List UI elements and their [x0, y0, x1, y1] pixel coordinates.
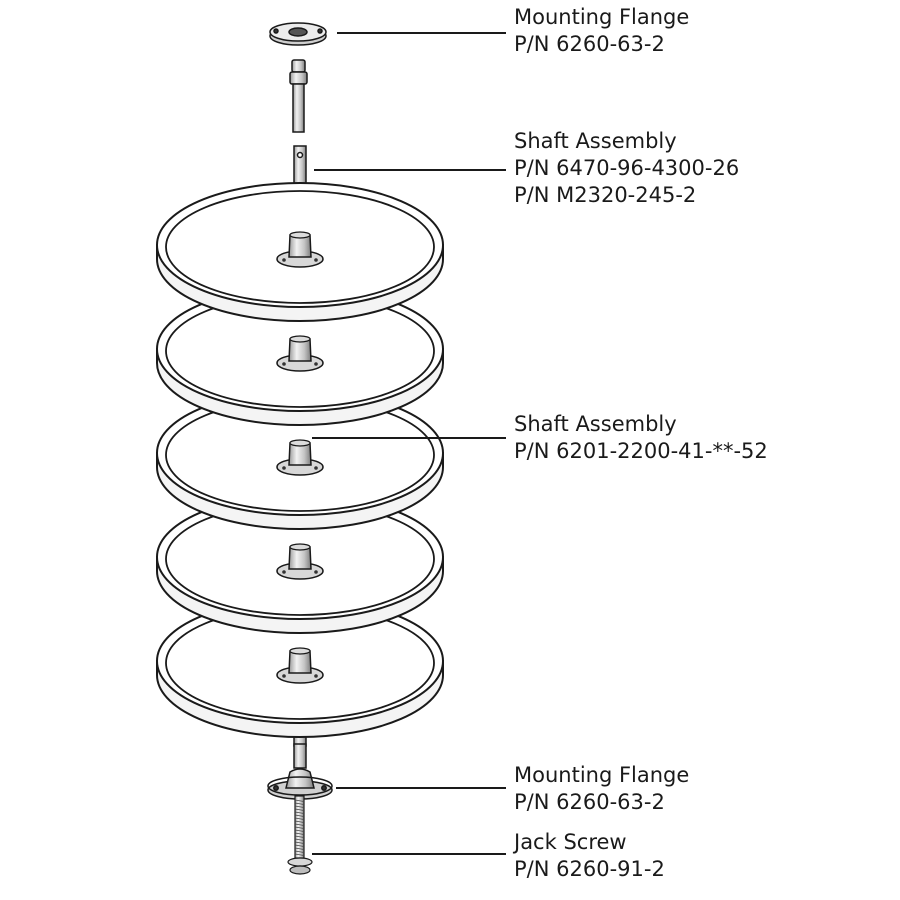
callout-part-number: P/N M2320-245-2: [514, 183, 697, 207]
callout-part-number: P/N 6470-96-4300-26: [514, 156, 740, 180]
callout-jack-screw: Jack Screw P/N 6260-91-2: [514, 829, 665, 883]
callout-title: Shaft Assembly: [514, 412, 677, 436]
callout-title: Jack Screw: [514, 830, 627, 854]
callout-title: Mounting Flange: [514, 763, 690, 787]
shelves-group: [156, 182, 444, 738]
top-mounting-flange: [269, 22, 327, 46]
callout-upper-shaft-assembly: Shaft Assembly P/N 6470-96-4300-26 P/N M…: [514, 128, 739, 209]
callout-top-mounting-flange: Mounting Flange P/N 6260-63-2: [514, 4, 689, 58]
shelf-tray: [156, 182, 444, 322]
shelf-hub: [276, 335, 324, 372]
shelf-hub: [276, 439, 324, 476]
jack-screw: [287, 795, 313, 875]
callout-middle-shaft-assembly: Shaft Assembly P/N 6201-2200-41-**-52: [514, 411, 768, 465]
shelf-tray: [156, 286, 444, 426]
shelf-hub: [276, 231, 324, 268]
callout-part-number: P/N 6260-91-2: [514, 857, 665, 881]
shelf-tray: [156, 390, 444, 530]
leader-lines: [312, 32, 506, 855]
callout-title: Shaft Assembly: [514, 129, 677, 153]
upper-shaft-stub: [289, 59, 308, 133]
callout-part-number: P/N 6201-2200-41-**-52: [514, 439, 768, 463]
callout-part-number: P/N 6260-63-2: [514, 790, 665, 814]
shelf-tray: [156, 598, 444, 738]
callout-title: Mounting Flange: [514, 5, 690, 29]
shelf-hub: [276, 543, 324, 580]
callout-part-number: P/N 6260-63-2: [514, 32, 665, 56]
shelf-tray: [156, 494, 444, 634]
callout-bottom-mounting-flange: Mounting Flange P/N 6260-63-2: [514, 762, 689, 816]
shelf-hub: [276, 647, 324, 684]
bottom-mounting-flange: [267, 743, 333, 800]
